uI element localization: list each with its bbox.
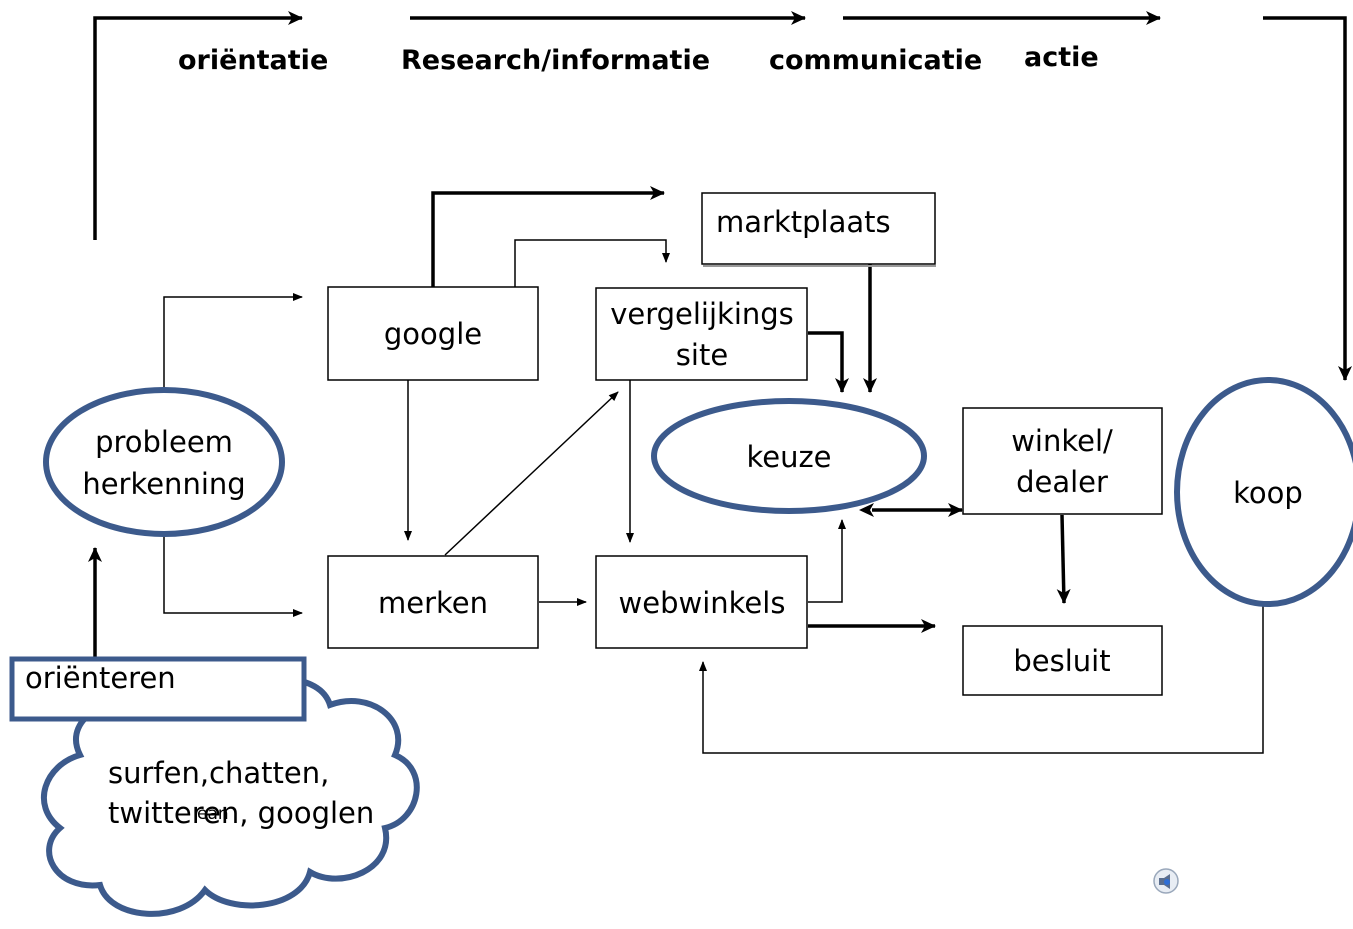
arrow-merken-vergelijkings xyxy=(444,391,619,556)
phase-label-research: Research/informatie xyxy=(401,45,710,76)
phase-arrows xyxy=(93,11,1352,381)
node-winkel xyxy=(962,407,1163,515)
node-vergelijkings xyxy=(595,287,808,381)
phase-arrow-4 xyxy=(1263,16,1352,381)
node-keuze-label: keuze xyxy=(746,440,831,474)
node-koop xyxy=(1174,377,1353,607)
node-webwinkels-label: webwinkels xyxy=(619,586,786,620)
arrow-vergelijkings-keuze xyxy=(808,331,849,393)
node-orienteren-label: oriënteren xyxy=(25,661,176,695)
phase-label-actie: actie xyxy=(1024,42,1099,73)
node-google-label: google xyxy=(384,317,482,351)
node-koop-label: koop xyxy=(1233,476,1303,510)
phase-label-orientatie: oriëntatie xyxy=(178,45,328,76)
node-google xyxy=(327,286,539,381)
node-webwinkels xyxy=(595,555,808,649)
phase-arrow-1 xyxy=(93,11,303,240)
node-cloud: surfen,chatten, twitteren, googlen ean xyxy=(40,676,420,917)
node-merken-label: merken xyxy=(378,586,488,620)
node-merken xyxy=(327,555,539,649)
node-marktplaats-label: marktplaats xyxy=(716,205,891,239)
node-orienteren xyxy=(9,656,307,722)
arrow-probleem-google xyxy=(163,293,303,390)
node-cloud-label-2: twitteren, googlen xyxy=(108,796,374,830)
node-keuze xyxy=(651,398,927,514)
arrow-google-vergelijkings xyxy=(514,239,670,288)
speaker-icon[interactable] xyxy=(1153,868,1179,894)
arrow-probleem-merken xyxy=(163,535,303,617)
node-winkel-label-1: winkel/ xyxy=(1011,424,1113,458)
arrow-koop-webwinkels xyxy=(699,605,1264,754)
node-cloud-label-1: surfen,chatten, xyxy=(108,756,329,790)
node-winkel-label-2: dealer xyxy=(1016,465,1108,499)
node-cloud-overlay: ean xyxy=(197,804,229,824)
node-probleem-label-2: herkenning xyxy=(82,467,245,501)
node-vergelijkings-label-1: vergelijkings xyxy=(610,297,794,331)
node-probleem-herkenning xyxy=(43,387,285,537)
node-besluit xyxy=(962,625,1163,696)
arrow-winkel-besluit xyxy=(1056,514,1071,604)
node-vergelijkings-label-2: site xyxy=(676,338,728,372)
connectors xyxy=(88,186,1264,754)
node-probleem-label-1: probleem xyxy=(95,425,233,459)
node-besluit-label: besluit xyxy=(1013,644,1110,678)
phase-label-communicatie: communicatie xyxy=(769,45,982,76)
node-marktplaats xyxy=(701,192,936,265)
arrow-webwinkels-keuze xyxy=(808,519,846,603)
arrow-google-marktplaats xyxy=(431,186,665,288)
